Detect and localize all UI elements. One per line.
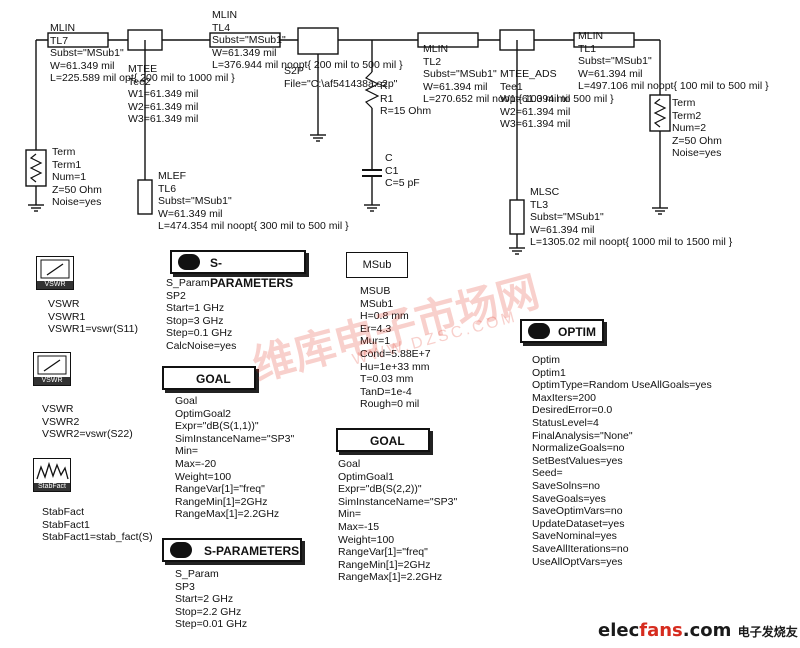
tee1-symbol <box>499 29 535 51</box>
tl3-symbol <box>509 199 525 235</box>
vswr1-icon[interactable]: VSWR <box>36 256 74 290</box>
r1-symbol <box>364 71 380 109</box>
term2-symbol <box>649 94 671 132</box>
tl4-symbol <box>209 32 281 48</box>
optim-banner[interactable]: OPTIM <box>520 319 604 343</box>
tl7-symbol <box>47 32 109 48</box>
ground-icon <box>652 207 668 215</box>
ads-controller-icon <box>178 254 200 270</box>
site-logo: elecfans.com 电子发烧友 <box>598 620 798 641</box>
c1-symbol <box>362 169 382 177</box>
tl6-symbol <box>137 179 153 215</box>
sparam-sp2-banner[interactable]: S-PARAMETERS <box>170 250 306 290</box>
meter-icon <box>37 355 67 375</box>
sparam-sp3-banner[interactable]: S-PARAMETERS <box>162 538 302 562</box>
ground-icon <box>364 204 380 212</box>
term1-symbol <box>25 149 47 187</box>
vswr2-icon[interactable]: VSWR <box>33 352 71 386</box>
goal-optimgoal1-banner[interactable]: GOAL <box>336 428 430 452</box>
meter-icon <box>40 259 70 279</box>
waveform-icon <box>36 461 69 480</box>
stabfact-icon[interactable]: StabFact <box>33 458 71 492</box>
goal-optimgoal2-banner[interactable]: GOAL <box>162 366 256 390</box>
ads-controller-icon <box>170 542 192 558</box>
tl1-symbol <box>573 32 635 48</box>
msub-banner[interactable]: MSub <box>346 252 408 278</box>
tl2-symbol <box>417 32 479 48</box>
ground-icon <box>509 247 525 255</box>
ads-controller-icon <box>528 323 550 339</box>
s2p-symbol <box>297 27 339 142</box>
ground-icon <box>28 204 44 212</box>
